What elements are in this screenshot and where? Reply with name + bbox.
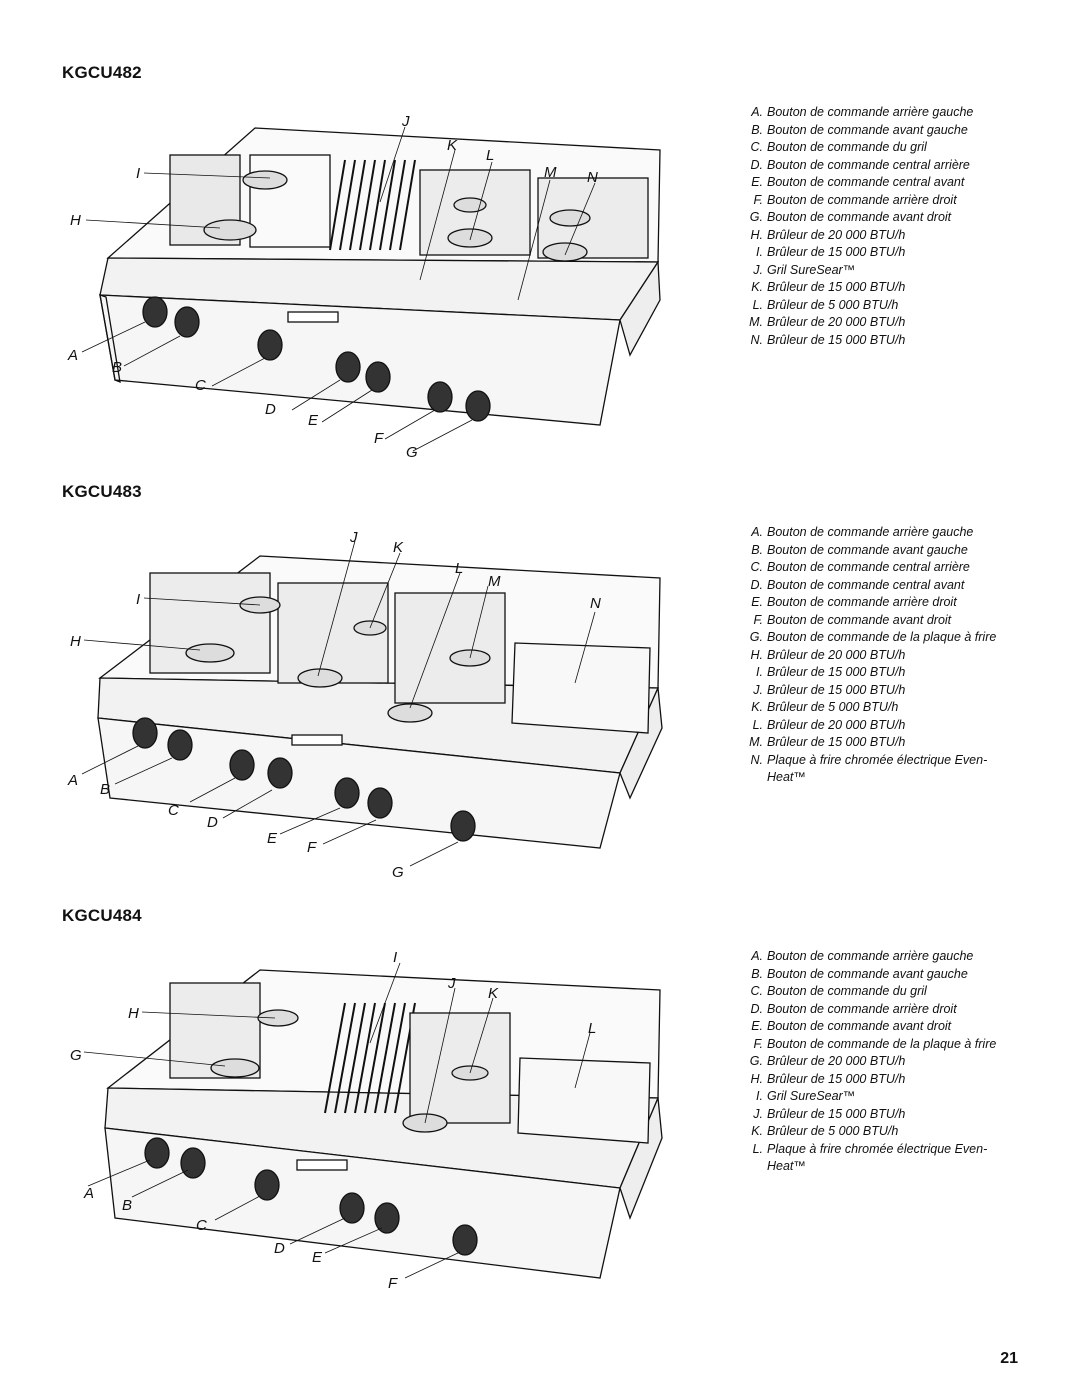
callout-c: C: [196, 1217, 207, 1234]
legend: A.Bouton de commande arrière gauche B.Bo…: [735, 948, 1035, 1176]
legend-item: H.Brûleur de 20 000 BTU/h: [750, 227, 906, 242]
callout-j: J: [401, 113, 410, 130]
legend-item: F.Bouton de commande de la plaque à frir…: [753, 1036, 997, 1051]
callout-a: A: [67, 347, 78, 364]
callout-i: I: [136, 591, 140, 608]
legend-item: D.Bouton de commande central arrière: [750, 157, 970, 172]
legend-item: E.Bouton de commande central avant: [751, 175, 965, 189]
callout-i: I: [136, 165, 140, 182]
legend-item: M.Brûleur de 20 000 BTU/h: [749, 315, 906, 329]
callout-b: B: [112, 359, 122, 376]
callout-f: F: [388, 1275, 398, 1292]
callout-l: L: [588, 1020, 596, 1037]
legend-item: L.Plaque à frire chromée électrique Even…: [752, 1141, 988, 1174]
legend-item: I.Gril SureSear™: [756, 1089, 856, 1103]
legend-item: N.Plaque à frire chromée électrique Even…: [750, 752, 988, 785]
legend-item: I.Brûleur de 15 000 BTU/h: [756, 245, 906, 259]
legend-item: M.Brûleur de 15 000 BTU/h: [749, 735, 906, 749]
legend-item: J.Brûleur de 15 000 BTU/h: [753, 682, 906, 697]
callout-j: J: [349, 529, 358, 546]
callout-d: D: [265, 401, 276, 418]
callout-h: H: [128, 1005, 139, 1022]
legend-item: G.Bouton de commande de la plaque à frir…: [749, 630, 997, 644]
callout-c: C: [195, 377, 206, 394]
cooktop-diagram: A B C D E F G H I J K L M N: [67, 529, 663, 881]
model-title: KGCU484: [62, 906, 142, 925]
legend-item: E.Bouton de commande arrière droit: [751, 595, 957, 609]
callout-g: G: [406, 444, 418, 461]
page-number: 21: [1000, 1350, 1018, 1367]
callout-a: A: [67, 772, 78, 789]
legend-item: F.Bouton de commande arrière droit: [753, 192, 957, 207]
model-title: KGCU483: [62, 482, 142, 501]
callout-j: J: [447, 975, 456, 992]
legend-item: E.Bouton de commande avant droit: [751, 1019, 952, 1033]
legend-item: K.Brûleur de 15 000 BTU/h: [751, 280, 906, 294]
legend-item: J.Gril SureSear™: [753, 262, 856, 277]
legend: A.Bouton de commande arrière gauche B.Bo…: [735, 524, 1035, 787]
legend-item: L.Brûleur de 5 000 BTU/h: [752, 297, 899, 312]
callout-k: K: [447, 137, 458, 154]
callout-l: L: [486, 147, 494, 164]
legend-item: D.Bouton de commande central avant: [750, 577, 965, 592]
legend-item: G.Brûleur de 20 000 BTU/h: [749, 1054, 906, 1068]
callout-m: M: [488, 573, 501, 590]
callout-k: K: [488, 985, 499, 1002]
callout-h: H: [70, 212, 81, 229]
legend-item: K.Brûleur de 5 000 BTU/h: [751, 1124, 899, 1138]
model-title: KGCU482: [62, 63, 142, 82]
legend-item: N.Brûleur de 15 000 BTU/h: [750, 332, 906, 347]
callout-e: E: [312, 1249, 323, 1266]
legend: A.Bouton de commande arrière gauche B.Bo…: [735, 104, 1035, 349]
legend-item: C.Bouton de commande central arrière: [750, 560, 970, 574]
legend-item: K.Brûleur de 5 000 BTU/h: [751, 700, 899, 714]
callout-d: D: [207, 814, 218, 831]
legend-item: H.Brûleur de 20 000 BTU/h: [750, 647, 906, 662]
callout-g: G: [392, 864, 404, 881]
cooktop-diagram: A B C D E F G H I J K L M N: [67, 113, 661, 461]
callout-e: E: [267, 830, 278, 847]
callout-b: B: [122, 1197, 132, 1214]
legend-item: F.Bouton de commande avant droit: [753, 612, 952, 627]
callout-n: N: [587, 169, 598, 186]
legend-item: B.Bouton de commande avant gauche: [751, 542, 968, 557]
callout-f: F: [374, 430, 384, 447]
legend-item: B.Bouton de commande avant gauche: [751, 122, 968, 137]
legend-item: C.Bouton de commande du gril: [750, 140, 927, 154]
callout-m: M: [544, 164, 557, 181]
legend-item: A.Bouton de commande arrière gauche: [751, 949, 974, 963]
legend-item: B.Bouton de commande avant gauche: [751, 966, 968, 981]
callout-d: D: [274, 1240, 285, 1257]
callout-a: A: [83, 1185, 94, 1202]
cooktop-diagram: A B C D E F G H I J K L: [70, 949, 663, 1292]
legend-item: C.Bouton de commande du gril: [750, 984, 927, 998]
callout-b: B: [100, 781, 110, 798]
legend-item: G.Bouton de commande avant droit: [749, 210, 952, 224]
callout-n: N: [590, 595, 601, 612]
callout-e: E: [308, 412, 319, 429]
legend-item: H.Brûleur de 15 000 BTU/h: [750, 1071, 906, 1086]
legend-item: D.Bouton de commande arrière droit: [750, 1001, 957, 1016]
callout-c: C: [168, 802, 179, 819]
legend-item: I.Brûleur de 15 000 BTU/h: [756, 665, 906, 679]
legend-item: A.Bouton de commande arrière gauche: [751, 525, 974, 539]
legend-item: J.Brûleur de 15 000 BTU/h: [753, 1106, 906, 1121]
legend-item: L.Brûleur de 20 000 BTU/h: [752, 717, 906, 732]
callout-k: K: [393, 539, 404, 556]
callout-i: I: [393, 949, 397, 966]
legend-item: A.Bouton de commande arrière gauche: [751, 105, 974, 119]
callout-h: H: [70, 633, 81, 650]
callout-g: G: [70, 1047, 82, 1064]
callout-l: L: [455, 560, 463, 577]
callout-f: F: [307, 839, 317, 856]
